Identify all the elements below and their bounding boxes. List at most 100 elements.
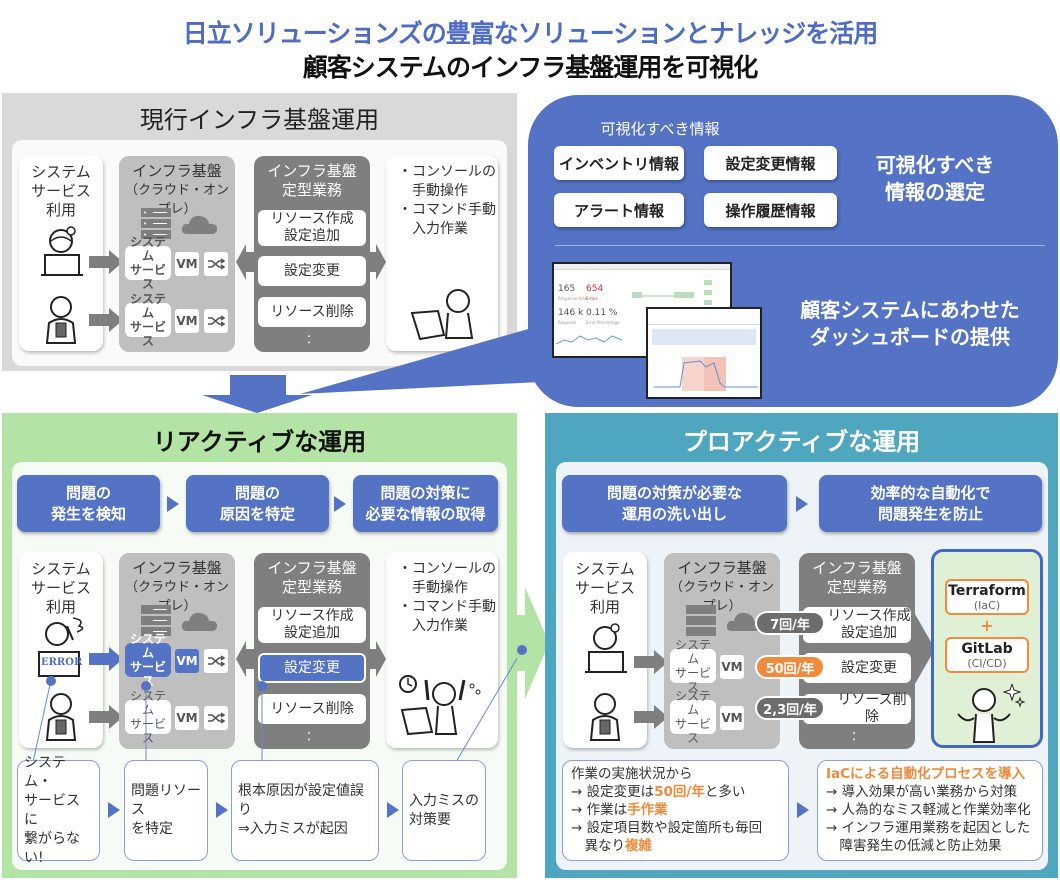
vm-chip: VM xyxy=(720,706,744,730)
main-title: 日立ソリューションズの豊富なソリューションとナレッジを活用 xyxy=(182,19,879,48)
laptop-user-icon xyxy=(585,623,627,673)
manual-line: ・コマンド手動 xyxy=(398,202,496,218)
proactive-infra-box: インフラ基盤 （クラウド・オンプレ） システムサービス VM システムサービス … xyxy=(664,553,780,749)
frequency-badge-create: 7回/年 xyxy=(755,611,825,635)
smartphone-user-icon xyxy=(45,296,77,344)
step-arrow-icon xyxy=(387,802,399,818)
visualize-panel xyxy=(528,95,1058,407)
ops-more: ： xyxy=(305,729,318,743)
users-label-line: システム xyxy=(31,163,91,181)
vm-chip-highlighted: VM xyxy=(175,649,199,673)
dashboard-metric-label: Response time xyxy=(558,296,588,301)
server-icon xyxy=(141,605,171,636)
vm-chip: VM xyxy=(175,309,199,333)
manual-line: ・コンソールの xyxy=(398,164,496,180)
users-label-line: 利用 xyxy=(45,201,76,219)
divider xyxy=(555,245,1045,246)
shuffle-icon xyxy=(204,649,228,673)
reactive-title: リアクティブな運用 xyxy=(152,428,367,456)
visualize-heading-1: 可視化すべき情報の選定 xyxy=(875,153,995,204)
dashboard-metric-label: Requests xyxy=(558,320,577,325)
dashboard-metric-label: Error Percentage xyxy=(586,320,620,325)
ops-item-change: 設定変更 xyxy=(803,653,911,683)
ops-item-change-highlighted: 設定変更 xyxy=(258,653,366,683)
reactive-step-detect: 問題の発生を検知 xyxy=(17,475,160,532)
arrow-right-icon xyxy=(89,250,123,274)
shuffle-icon xyxy=(204,706,228,730)
server-icon xyxy=(686,605,716,636)
shuffle-icon xyxy=(204,309,228,333)
dashboard-metric: 146 k xyxy=(558,308,584,318)
step-arrow-icon xyxy=(108,802,120,818)
reactive-manual-card: ・コンソールの 手動操作・コマンド手動 入力作業 xyxy=(386,552,498,748)
troubled-user-icon xyxy=(38,617,84,677)
smartphone-user-icon xyxy=(589,693,621,741)
info-chip-alert: アラート情報 xyxy=(554,193,684,227)
proactive-title: プロアクティブな運用 xyxy=(682,428,921,456)
note-cannot-connect: システム・サービスに繋がらない! xyxy=(17,755,100,866)
current-ops-title: 現行インフラ基盤運用 xyxy=(139,106,380,134)
dashboard-metric: 165 xyxy=(558,284,576,294)
info-chip-operation-history: 操作履歴情報 xyxy=(704,193,837,227)
dashboard-metric-label: Errors xyxy=(586,296,598,301)
arrow-right-icon-highlighted xyxy=(89,647,123,671)
cloud-icon xyxy=(181,612,217,631)
infra-box: インフラ基盤 （クラウド・オンプレ） システムサービス VM システムサービス … xyxy=(119,156,235,352)
system-service-chip: システムサービス xyxy=(670,638,716,694)
arrow-down-icon xyxy=(202,375,312,413)
cloud-icon xyxy=(181,215,217,234)
operator-laptop-icon xyxy=(410,289,474,341)
ops-item-delete: リソース削除 xyxy=(258,297,366,327)
proactive-ops-box: インフラ基盤定型業務 リソース作成設定追加 設定変更 リソース削除 ： xyxy=(799,553,915,749)
ops-item-change: 設定変更 xyxy=(258,256,366,286)
ops-title-line: インフラ基盤 xyxy=(267,162,357,180)
reactive-step-identify: 問題の原因を特定 xyxy=(186,475,329,532)
automation-tools-box: Terraform (IaC) + GitLab (CI/CD) xyxy=(931,549,1043,748)
arrow-right-icon xyxy=(915,614,935,684)
system-service-chip-highlighted: システムサービス xyxy=(125,632,171,688)
ops-title-line: 定型業務 xyxy=(281,181,342,199)
note-work-status: 作業の実施状況から → 設定変更は50回/年と多い → 作業は手作業 → 設定項… xyxy=(562,760,789,861)
panicked-operator-icon xyxy=(399,675,481,736)
transition-arrow-icon xyxy=(517,587,549,699)
visualize-heading-2: 顧客システムにあわせたダッシュボードの提供 xyxy=(800,298,1020,349)
vm-chip: VM xyxy=(175,706,199,730)
note-iac-introduction: IaCによる自動化プロセスを導入 → 導入効果が高い業務から対策 → 人為的なミ… xyxy=(817,760,1043,861)
arrow-right-icon xyxy=(89,705,123,729)
ops-more: ： xyxy=(305,332,318,346)
note-countermeasure: 入力ミスの対策要 xyxy=(402,760,486,861)
frequency-badge-delete: 2,3回/年 xyxy=(755,696,825,720)
shuffle-icon xyxy=(204,252,228,276)
vm-chip: VM xyxy=(175,252,199,276)
frequency-badge-change: 50回/年 xyxy=(755,655,825,679)
error-label: ERROR xyxy=(41,657,83,668)
tool-gitlab: GitLab (CI/CD) xyxy=(945,637,1029,673)
tool-terraform: Terraform (IaC) xyxy=(945,579,1029,615)
system-service-chip: システムサービス xyxy=(125,292,171,348)
arrow-right-icon xyxy=(634,705,668,729)
infra-title: インフラ基盤 xyxy=(132,162,222,180)
server-icon xyxy=(141,208,171,239)
laptop-user-icon xyxy=(41,226,83,276)
proactive-step-automate: 効率的な自動化で問題発生を防止 xyxy=(819,475,1042,532)
ops-more: ： xyxy=(850,729,863,743)
ops-item-create: リソース作成設定追加 xyxy=(258,607,366,643)
step-arrow-icon xyxy=(167,496,179,512)
visualize-subtitle: 可視化すべき情報 xyxy=(600,120,720,138)
ops-item-create: リソース作成設定追加 xyxy=(258,210,366,246)
plus-sign: + xyxy=(980,616,994,635)
dashboard-screenshot-2 xyxy=(646,307,762,399)
ops-item-delete: リソース削除 xyxy=(258,694,366,724)
proactive-users-card: システムサービス利用 xyxy=(563,552,647,748)
step-arrow-icon xyxy=(796,496,808,512)
main-subtitle: 顧客システムのインフラ基盤運用を可視化 xyxy=(302,53,759,82)
balloon-tail xyxy=(300,300,580,394)
reactive-step-gather: 問題の対策に必要な情報の取得 xyxy=(353,475,498,532)
reactive-infra-box: インフラ基盤 （クラウド・オンプレ） システムサービス VM システムサービス … xyxy=(119,553,235,749)
users-label-line: サービス xyxy=(30,182,91,200)
system-service-chip: システムサービス xyxy=(125,689,171,745)
step-arrow-icon xyxy=(797,802,809,818)
info-chip-config-change: 設定変更情報 xyxy=(704,146,837,180)
routine-ops-box: インフラ基盤 定型業務 リソース作成設定追加 設定変更 リソース削除 ： xyxy=(254,156,370,352)
happy-user-icon xyxy=(957,684,1026,743)
